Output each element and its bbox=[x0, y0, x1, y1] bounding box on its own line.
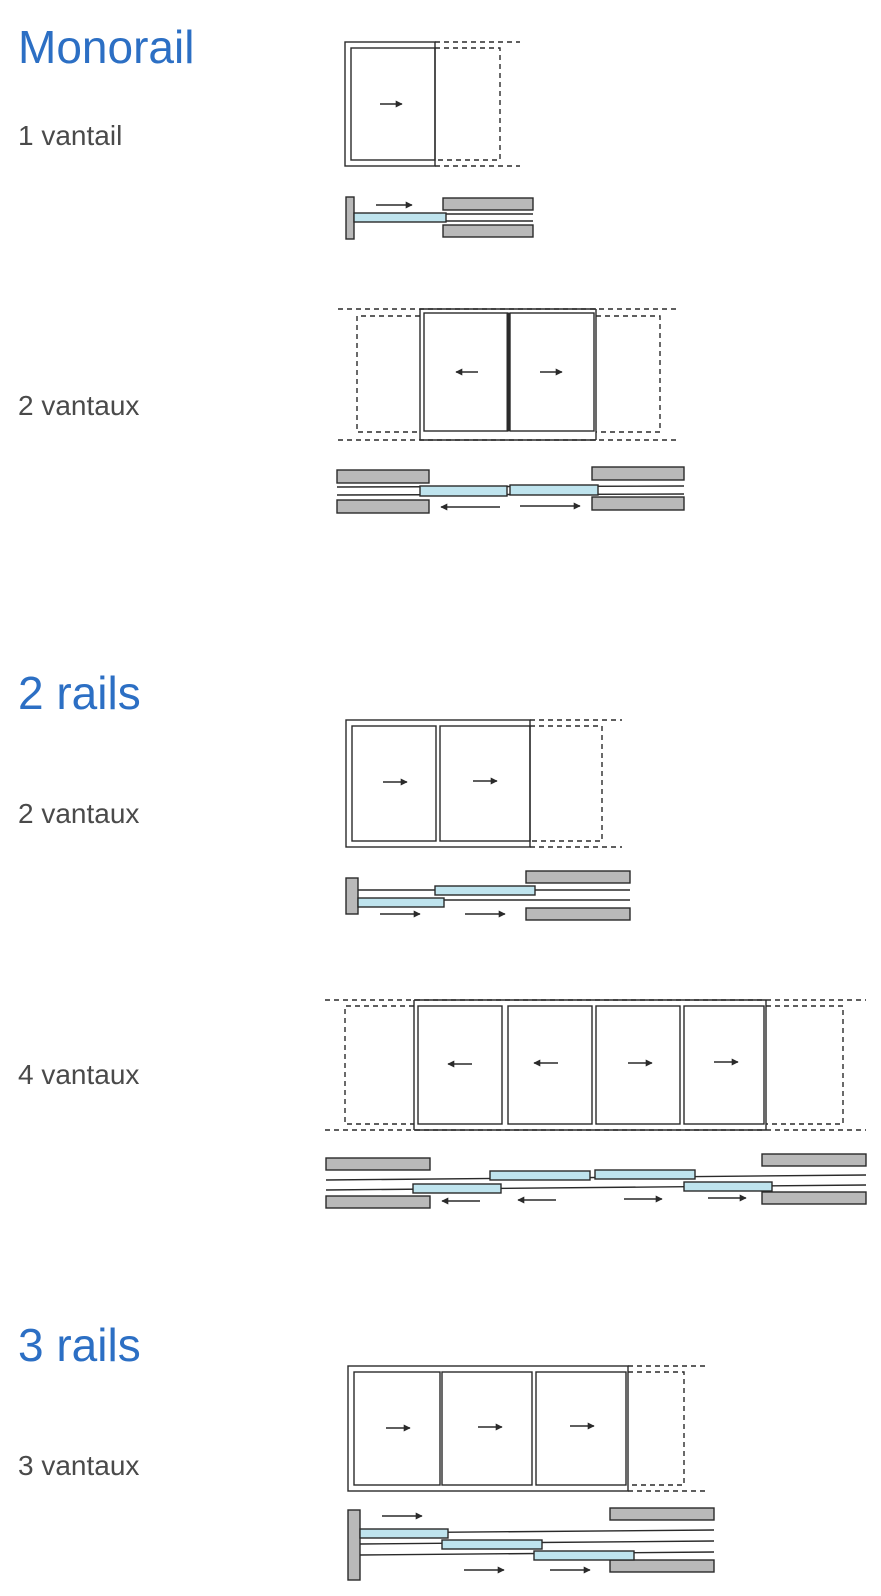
plan-view bbox=[336, 466, 685, 514]
config-label-3-rails-3-vantaux: 3 vantaux bbox=[18, 1450, 140, 1481]
section-heading-monorail: Monorail bbox=[18, 21, 195, 73]
elevation-view bbox=[344, 41, 520, 167]
section-heading-3-rails: 3 rails bbox=[18, 1319, 141, 1371]
diagram-monorail-1-vantail bbox=[344, 41, 534, 240]
diagram-3-rails-3-vantaux bbox=[347, 1365, 715, 1581]
plan-view bbox=[325, 1153, 867, 1209]
elevation-view bbox=[338, 308, 678, 441]
diagram-2-rails-4-vantaux bbox=[325, 999, 867, 1209]
config-label-monorail-2-vantaux: 2 vantaux bbox=[18, 390, 140, 421]
plan-view bbox=[345, 870, 631, 921]
elevation-view bbox=[345, 719, 622, 848]
config-label-monorail-1-vantail: 1 vantail bbox=[18, 120, 123, 151]
plan-view bbox=[347, 1507, 715, 1581]
config-label-2-rails-4-vantaux: 4 vantaux bbox=[18, 1059, 140, 1090]
elevation-view bbox=[325, 999, 866, 1131]
diagram-2-rails-2-vantaux bbox=[345, 719, 631, 921]
elevation-view bbox=[347, 1365, 705, 1492]
config-label-2-rails-2-vantaux: 2 vantaux bbox=[18, 798, 140, 829]
plan-view bbox=[345, 196, 534, 240]
diagram-monorail-2-vantaux bbox=[336, 308, 685, 514]
section-heading-2-rails: 2 rails bbox=[18, 667, 141, 719]
